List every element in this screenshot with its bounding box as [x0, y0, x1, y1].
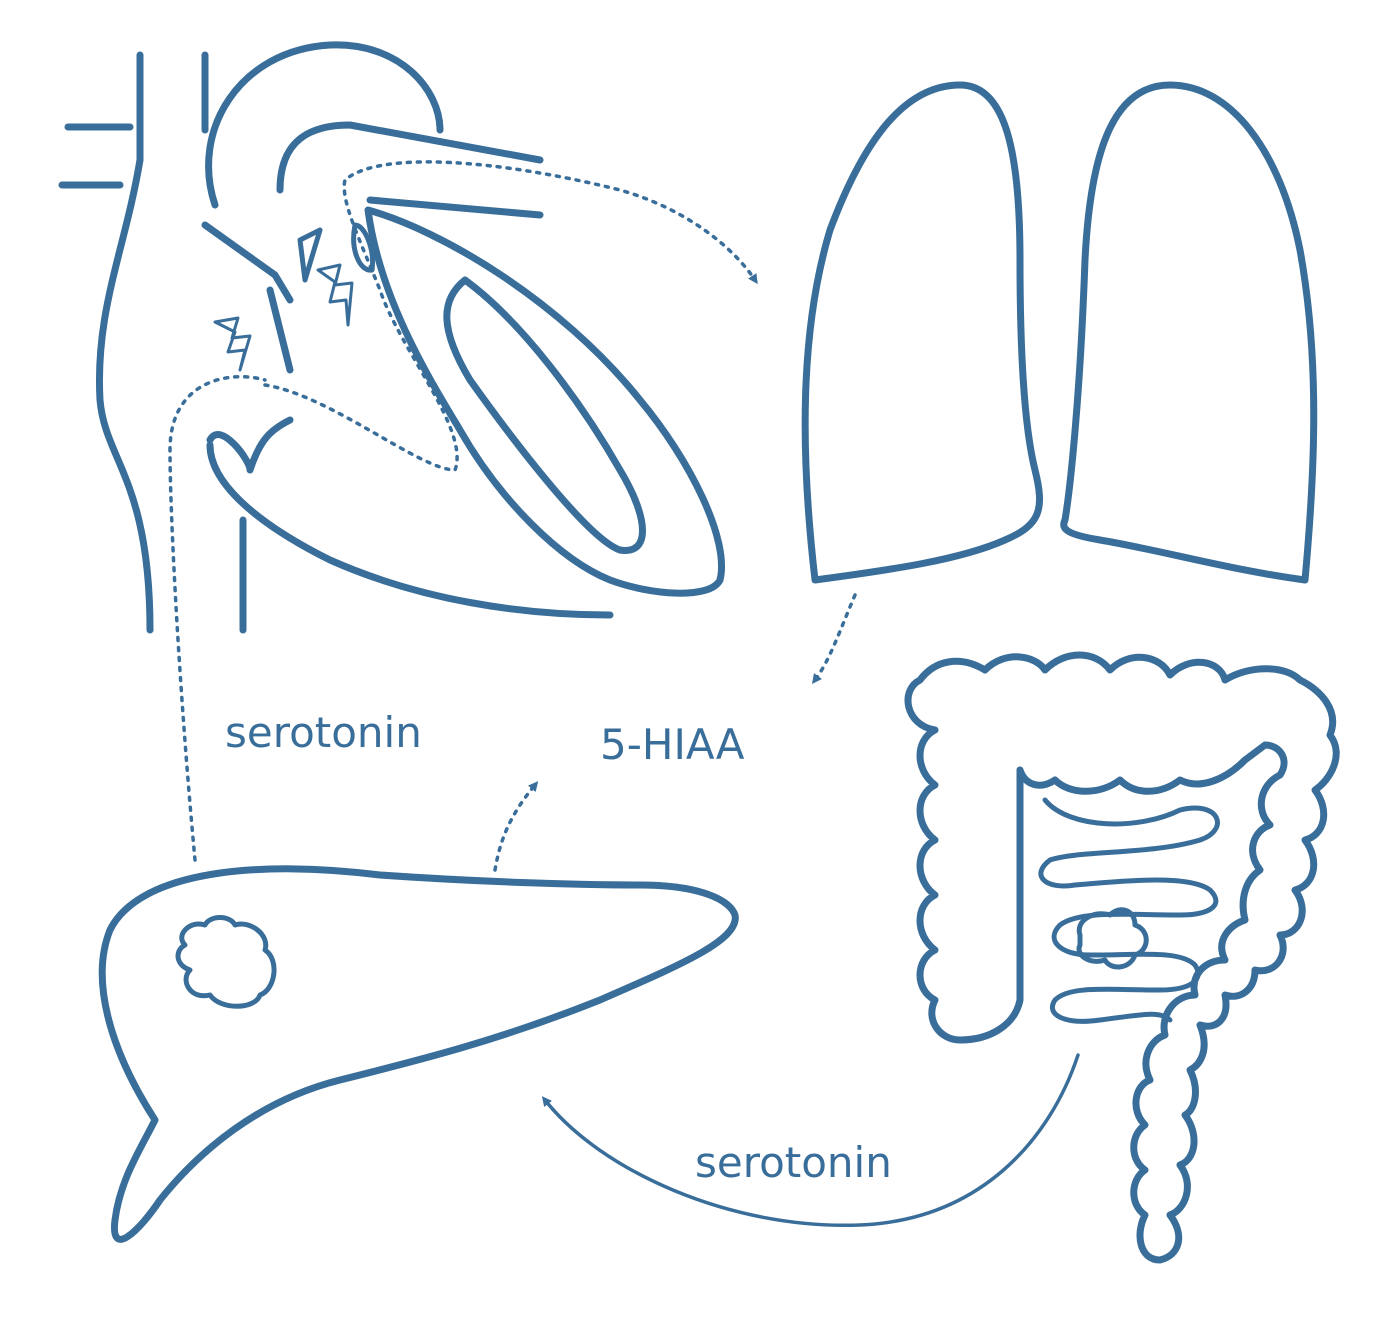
intestines-icon: [541, 651, 1340, 1264]
metabolite-label-5hiaa: 5-HIAA: [600, 720, 745, 769]
lightning-bolt-icon: [316, 263, 354, 327]
lungs-icon: [801, 81, 1318, 685]
lightning-bolt-icon: [213, 316, 252, 372]
liver-icon: [98, 781, 739, 1243]
serotonin-label-gut: serotonin: [695, 1138, 892, 1187]
serotonin-label-heart: serotonin: [225, 708, 422, 757]
heart-icon: [58, 41, 758, 862]
